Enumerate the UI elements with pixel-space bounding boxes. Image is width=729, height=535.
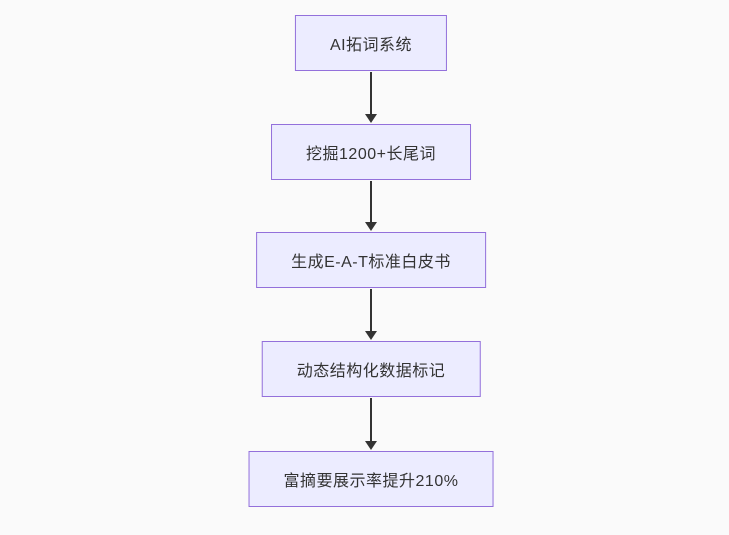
arrow-head-icon [365, 441, 377, 450]
flow-arrow-3 [364, 289, 378, 340]
flow-node-structured-data-markup: 动态结构化数据标记 [261, 341, 481, 397]
arrow-line [370, 72, 372, 114]
arrow-line [370, 289, 372, 331]
flow-node-label: 挖掘1200+长尾词 [306, 146, 436, 163]
flow-node-label: 富摘要展示率提升210% [283, 473, 459, 490]
flow-node-rich-snippet-rate: 富摘要展示率提升210% [248, 451, 494, 507]
flow-arrow-4 [364, 398, 378, 450]
flow-arrow-2 [364, 181, 378, 231]
arrow-line [370, 181, 372, 222]
flow-node-ai-word-expansion-system: AI拓词系统 [294, 15, 448, 71]
arrow-head-icon [365, 114, 377, 123]
flow-node-eat-whitepaper: 生成E-A-T标准白皮书 [256, 232, 486, 288]
flow-node-label: AI拓词系统 [329, 37, 413, 54]
flow-node-longtail-keywords: 挖掘1200+长尾词 [271, 124, 471, 180]
flow-arrow-1 [364, 72, 378, 123]
flow-node-label: 生成E-A-T标准白皮书 [291, 254, 451, 271]
flow-node-label: 动态结构化数据标记 [296, 363, 446, 380]
arrow-head-icon [365, 222, 377, 231]
arrow-line [370, 398, 372, 441]
arrow-head-icon [365, 331, 377, 340]
